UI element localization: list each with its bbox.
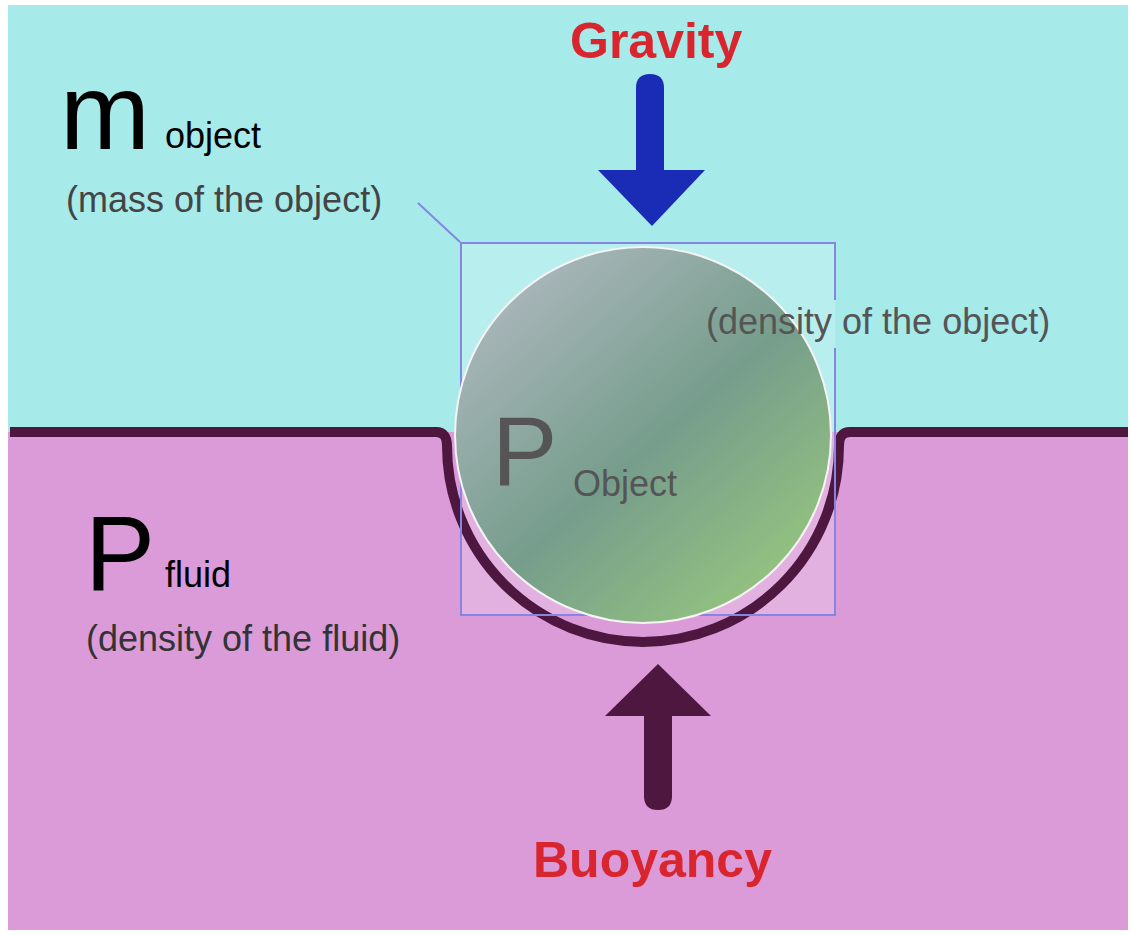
description-text: (mass of the object) bbox=[66, 182, 382, 218]
description-text: (density of the object) bbox=[706, 304, 1050, 340]
subscript-text: object bbox=[165, 118, 261, 154]
density-symbol: P bbox=[492, 402, 557, 500]
mass-symbol: m bbox=[60, 58, 150, 166]
object-circle: P Object bbox=[453, 245, 833, 625]
subscript-text: fluid bbox=[165, 557, 231, 593]
leader-line bbox=[418, 203, 460, 242]
density-symbol: P bbox=[85, 501, 155, 606]
subscript-text: Object bbox=[573, 466, 677, 502]
description-text: (density of the fluid) bbox=[86, 621, 400, 657]
gravity-arrow bbox=[598, 74, 705, 226]
force-label: Gravity bbox=[570, 16, 742, 66]
buoyancy-arrow bbox=[605, 664, 711, 810]
force-label: Buoyancy bbox=[533, 835, 772, 885]
